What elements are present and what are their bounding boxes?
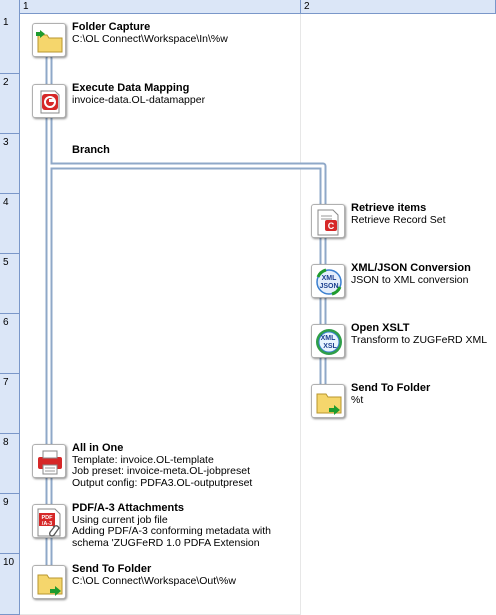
row-label: 5 [3, 257, 9, 268]
task-detail: C:\OL Connect\Workspace\In\%w [72, 32, 228, 45]
task-text: XML/JSON Conversion JSON to XML conversi… [351, 262, 471, 286]
task-text: Folder Capture C:\OL Connect\Workspace\I… [72, 21, 228, 45]
column-header: 1 2 [0, 0, 496, 14]
task-detail: Template: invoice.OL-template [72, 453, 214, 466]
row-header-1[interactable]: 1 [0, 14, 20, 74]
task-text: Open XSLT Transform to ZUGFeRD XML [351, 322, 488, 346]
folder-capture-icon [32, 23, 66, 57]
row-header-6[interactable]: 6 [0, 314, 20, 374]
task-detail: Adding PDF/A-3 conforming metadata with [72, 525, 272, 537]
task-text: Send To Folder %t [351, 382, 431, 406]
a3-glyph: /A-3 [42, 521, 52, 527]
data-mapping-icon [32, 84, 66, 118]
task-text: Send To Folder C:\OL Connect\Workspace\O… [72, 563, 236, 587]
task-text: Execute Data Mapping invoice-data.OL-dat… [72, 82, 206, 106]
send-to-folder-icon [32, 565, 66, 599]
task-detail: JSON to XML conversion [351, 273, 469, 286]
row-header-2[interactable]: 2 [0, 74, 20, 134]
task-title: PDF/A-3 Attachments [72, 502, 185, 514]
row-label: 6 [3, 317, 9, 328]
header-corner [0, 0, 20, 14]
row-header-8[interactable]: 8 [0, 434, 20, 494]
xslt-icon: XML XSL [311, 324, 345, 358]
send-to-folder-icon [311, 384, 345, 418]
task-detail: Retrieve Record Set [351, 213, 446, 226]
column-label: 2 [304, 1, 310, 12]
column-header-1[interactable]: 1 [20, 0, 301, 14]
row-header-7[interactable]: 7 [0, 374, 20, 434]
task-detail: Job preset: invoice-meta.OL-jobpreset [72, 465, 251, 477]
row-header-4[interactable]: 4 [0, 194, 20, 254]
task-title: All in One [72, 442, 124, 454]
pdf-glyph: PDF [42, 515, 54, 521]
xml-glyph: XML [321, 335, 337, 342]
row-label: 2 [3, 77, 9, 88]
svg-text:C: C [328, 221, 335, 231]
task-title: Send To Folder [351, 382, 431, 394]
task-title: XML/JSON Conversion [351, 262, 471, 274]
row-label: 8 [3, 437, 9, 448]
task-detail: invoice-data.OL-datamapper [72, 93, 206, 106]
json-glyph: JSON [319, 283, 338, 290]
task-text: PDF/A-3 Attachments Using current job fi… [72, 502, 272, 549]
xml-json-icon: XML JSON [311, 264, 345, 298]
task-title: Open XSLT [351, 322, 410, 334]
xml-glyph: XML [322, 275, 338, 282]
task-title: Execute Data Mapping [72, 82, 190, 94]
task-detail: Transform to ZUGFeRD XML [351, 333, 488, 346]
row-label: 4 [3, 197, 9, 208]
task-detail: Output config: PDFA3.OL-outputpreset [72, 476, 253, 489]
row-label: 3 [3, 137, 9, 148]
row-header-9[interactable]: 9 [0, 494, 20, 554]
row-label: 7 [3, 377, 9, 388]
task-text: All in One Template: invoice.OL-template… [72, 442, 253, 489]
xsl-glyph: XSL [323, 343, 337, 350]
task-title: Folder Capture [72, 21, 151, 33]
task-text: Retrieve items Retrieve Record Set [351, 202, 446, 226]
row-header-3[interactable]: 3 [0, 134, 20, 194]
row-label: 9 [3, 497, 9, 508]
task-detail: %t [351, 393, 364, 406]
all-in-one-icon [32, 444, 66, 478]
branch-label: Branch [72, 144, 110, 156]
task-title: Send To Folder [72, 563, 152, 575]
task-detail: C:\OL Connect\Workspace\Out\%w [72, 574, 236, 587]
task-title: Retrieve items [351, 202, 427, 214]
pdf-attachment-icon: PDF /A-3 [32, 504, 66, 538]
row-label: 10 [3, 557, 15, 568]
column-label: 1 [23, 1, 29, 12]
task-detail: schema 'ZUGFeRD 1.0 PDFA Extension [72, 536, 260, 549]
row-label: 1 [3, 17, 9, 28]
retrieve-items-icon: C [311, 204, 345, 238]
row-header-5[interactable]: 5 [0, 254, 20, 314]
task-detail: Using current job file [72, 513, 168, 526]
